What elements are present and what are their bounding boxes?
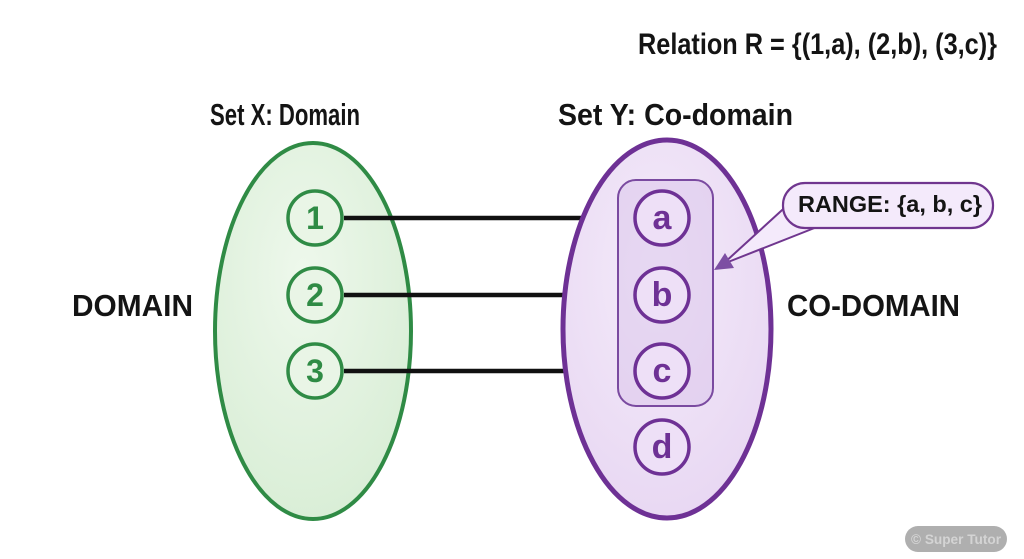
- range-callout-label: RANGE: {a, b, c}: [798, 191, 982, 217]
- codomain-node-d-label: d: [652, 428, 673, 466]
- relation-equation: Relation R = {(1,a), (2,b), (3,c)}: [638, 28, 997, 61]
- codomain-node-b: b: [633, 266, 691, 324]
- codomain-node-c-label: c: [653, 352, 672, 390]
- codomain-node-b-circle: [633, 266, 691, 324]
- domain-node-3-circle: [286, 342, 344, 400]
- codomain-node-a-label: a: [653, 199, 673, 237]
- codomain-node-b-label: b: [652, 276, 673, 314]
- domain-node-1-label: 1: [306, 200, 324, 236]
- codomain-node-c-circle: [633, 342, 691, 400]
- domain-node-2-label: 2: [306, 277, 324, 313]
- watermark-pill: [905, 526, 1007, 552]
- watermark-badge: © Super Tutor: [905, 526, 1007, 552]
- codomain-node-c: c: [633, 342, 691, 400]
- set-x-venn: 1 2 3: [213, 141, 413, 521]
- codomain-ellipse: [560, 137, 774, 521]
- domain-node-3-label: 3: [306, 353, 324, 389]
- set-x-heading: Set X: Domain: [210, 97, 360, 132]
- codomain-node-d-circle: [633, 418, 691, 476]
- domain-node-2-circle: [286, 266, 344, 324]
- domain-side-label: DOMAIN: [72, 288, 193, 323]
- codomain-node-a-circle: [633, 189, 691, 247]
- range-callout-bubble: [781, 181, 995, 230]
- domain-node-2: 2: [286, 266, 344, 324]
- domain-ellipse: [213, 141, 413, 521]
- domain-node-1: 1: [286, 189, 344, 247]
- watermark-label: © Super Tutor: [911, 531, 1002, 547]
- codomain-side-label: CO-DOMAIN: [787, 288, 960, 323]
- domain-node-3: 3: [286, 342, 344, 400]
- set-y-heading: Set Y: Co-domain: [558, 97, 793, 132]
- range-callout-arrowhead-icon: [714, 253, 734, 270]
- range-callout: RANGE: {a, b, c}: [714, 181, 995, 270]
- set-y-venn: a b c d: [560, 137, 774, 521]
- domain-node-1-circle: [286, 189, 344, 247]
- codomain-node-d: d: [633, 418, 691, 476]
- codomain-node-a: a: [633, 189, 691, 247]
